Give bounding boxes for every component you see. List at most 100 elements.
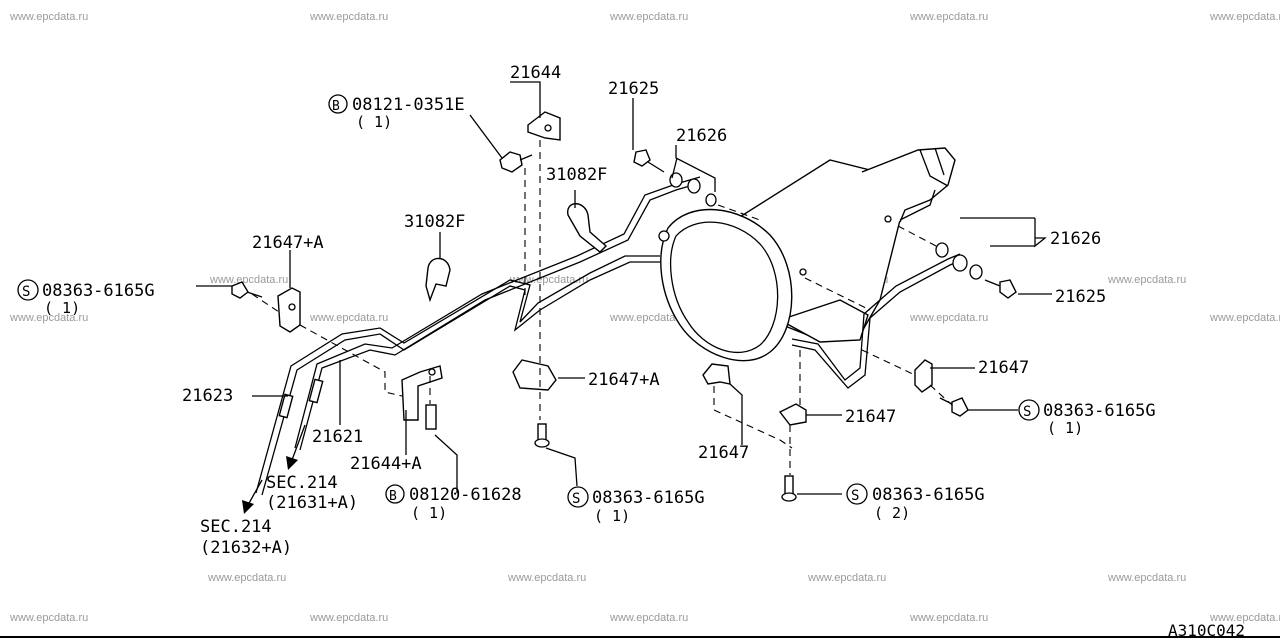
s-symbol-icon bbox=[567, 486, 589, 508]
extension-housing bbox=[861, 147, 956, 223]
pipe-21621-edge bbox=[294, 176, 701, 449]
bracket-21644 bbox=[527, 111, 561, 141]
watermark-text: www.epcdata.ru bbox=[1107, 572, 1186, 584]
clip-31082f-lower bbox=[425, 257, 451, 303]
bolt-b1 bbox=[499, 151, 523, 173]
label-bolt-qty: ( 1) bbox=[1047, 419, 1083, 437]
washer-21626-right bbox=[935, 242, 949, 258]
washer-21626 bbox=[687, 178, 701, 194]
bracket-hole bbox=[544, 124, 552, 132]
label-sec214: SEC.214 bbox=[266, 473, 338, 493]
label-21644a: 21644+A bbox=[350, 454, 422, 474]
label-bolt-qty: ( 2) bbox=[874, 504, 910, 522]
watermark-text: www.epcdata.ru bbox=[509, 274, 588, 286]
s-symbol-icon bbox=[17, 279, 39, 301]
bracket-hole bbox=[428, 368, 436, 376]
watermark-text: www.epcdata.ru bbox=[1209, 612, 1280, 624]
pipe-21623-edge bbox=[255, 255, 660, 494]
leader-b1 bbox=[469, 114, 503, 159]
bolt-s-left bbox=[231, 281, 249, 299]
watermark-text: www.epcdata.ru bbox=[909, 11, 988, 23]
clip-hole bbox=[288, 303, 296, 311]
label-bolt-qty: ( 1) bbox=[356, 113, 392, 131]
b-symbol-icon bbox=[328, 94, 348, 114]
label-sec214-ref: (21631+A) bbox=[266, 493, 358, 513]
watermark-text: www.epcdata.ru bbox=[9, 312, 88, 324]
leader-21626-top bbox=[675, 145, 716, 192]
symbol-circles: B S B S S S bbox=[17, 94, 1040, 508]
washer-21626-right bbox=[952, 254, 968, 272]
watermark-text: www.epcdata.ru bbox=[807, 572, 886, 584]
dash-line bbox=[299, 324, 403, 397]
leader-b2 bbox=[434, 434, 458, 493]
case-stud bbox=[884, 215, 892, 223]
pipe-21621 bbox=[299, 182, 701, 451]
label-21647: 21647 bbox=[698, 443, 749, 463]
watermark-text: www.epcdata.ru bbox=[1209, 11, 1280, 23]
s-symbol-icon bbox=[1018, 399, 1040, 421]
bolt-s-low bbox=[784, 475, 794, 495]
watermark-text: www.epcdata.ru bbox=[609, 312, 688, 324]
clip-21647-right bbox=[914, 359, 933, 393]
label-sec214-ref: (21632+A) bbox=[200, 538, 292, 558]
label-21623: 21623 bbox=[182, 386, 233, 406]
watermark-text: www.epcdata.ru bbox=[909, 312, 988, 324]
watermark-text: www.epcdata.ru bbox=[207, 572, 286, 584]
leader-21644 bbox=[510, 81, 541, 118]
s-symbol-letter: S bbox=[572, 491, 580, 507]
label-21647: 21647 bbox=[978, 358, 1029, 378]
watermark-text: www.epcdata.ru bbox=[209, 274, 288, 286]
dash-line bbox=[804, 277, 871, 311]
extension-edge bbox=[919, 149, 949, 187]
pipe-return-edge bbox=[791, 253, 961, 381]
label-31082f: 31082F bbox=[546, 165, 607, 185]
label-21621: 21621 bbox=[312, 427, 363, 447]
clip-21647-mid bbox=[778, 403, 807, 426]
bolt-shank bbox=[984, 279, 1001, 287]
watermark-text: www.epcdata.ru bbox=[909, 612, 988, 624]
leader-21626-right bbox=[960, 217, 1035, 247]
bolt-shank bbox=[647, 161, 665, 173]
label-21626: 21626 bbox=[1050, 229, 1101, 249]
label-21647a: 21647+A bbox=[252, 233, 324, 253]
part-labels: 21644 21625 21626 31082F 31082F 21647+A … bbox=[42, 63, 1245, 640]
label-bolt-part-no: 08363-6165G bbox=[872, 485, 985, 505]
dash-line bbox=[717, 204, 761, 221]
bell-housing-rim bbox=[670, 221, 779, 354]
dash-line bbox=[929, 384, 953, 406]
clip-31082f-upper bbox=[567, 203, 608, 253]
watermark-text: www.epcdata.ru bbox=[1209, 312, 1280, 324]
watermark-text: www.epcdata.ru bbox=[507, 572, 586, 584]
oil-pan bbox=[778, 299, 869, 343]
washer-21626-right bbox=[969, 264, 983, 280]
figure-code: A310C042 bbox=[1168, 621, 1245, 640]
label-21625: 21625 bbox=[1055, 287, 1106, 307]
washer-21626 bbox=[705, 193, 717, 207]
leader-s-mid bbox=[545, 447, 578, 487]
dash-line bbox=[897, 225, 941, 249]
cooler-pipes bbox=[255, 176, 963, 496]
label-bolt-qty: ( 1) bbox=[594, 507, 630, 525]
label-21625: 21625 bbox=[608, 79, 659, 99]
label-31082f: 31082F bbox=[404, 212, 465, 232]
watermark-text: www.epcdata.ru bbox=[309, 11, 388, 23]
label-21644: 21644 bbox=[510, 63, 561, 83]
arrow-down-icon bbox=[286, 456, 298, 470]
watermark-text: www.epcdata.ru bbox=[609, 11, 688, 23]
label-21647a: 21647+A bbox=[588, 370, 660, 390]
bolt-21625-top bbox=[633, 149, 651, 167]
label-bolt-part-no: 08363-6165G bbox=[42, 281, 155, 301]
b-symbol-letter: B bbox=[389, 489, 397, 504]
section-arrows bbox=[242, 424, 306, 514]
leader-21626-right bbox=[1034, 218, 1047, 248]
arrow-shaft bbox=[247, 479, 263, 506]
s-symbol-letter: S bbox=[1023, 404, 1031, 420]
watermark-text: www.epcdata.ru bbox=[1107, 274, 1186, 286]
transmission-assembly bbox=[658, 147, 956, 362]
clips-brackets bbox=[277, 111, 933, 426]
arrow-down-icon bbox=[242, 500, 254, 514]
bolt-21625-right bbox=[999, 279, 1017, 299]
extension-edge bbox=[934, 147, 945, 176]
dash-line bbox=[713, 386, 793, 449]
